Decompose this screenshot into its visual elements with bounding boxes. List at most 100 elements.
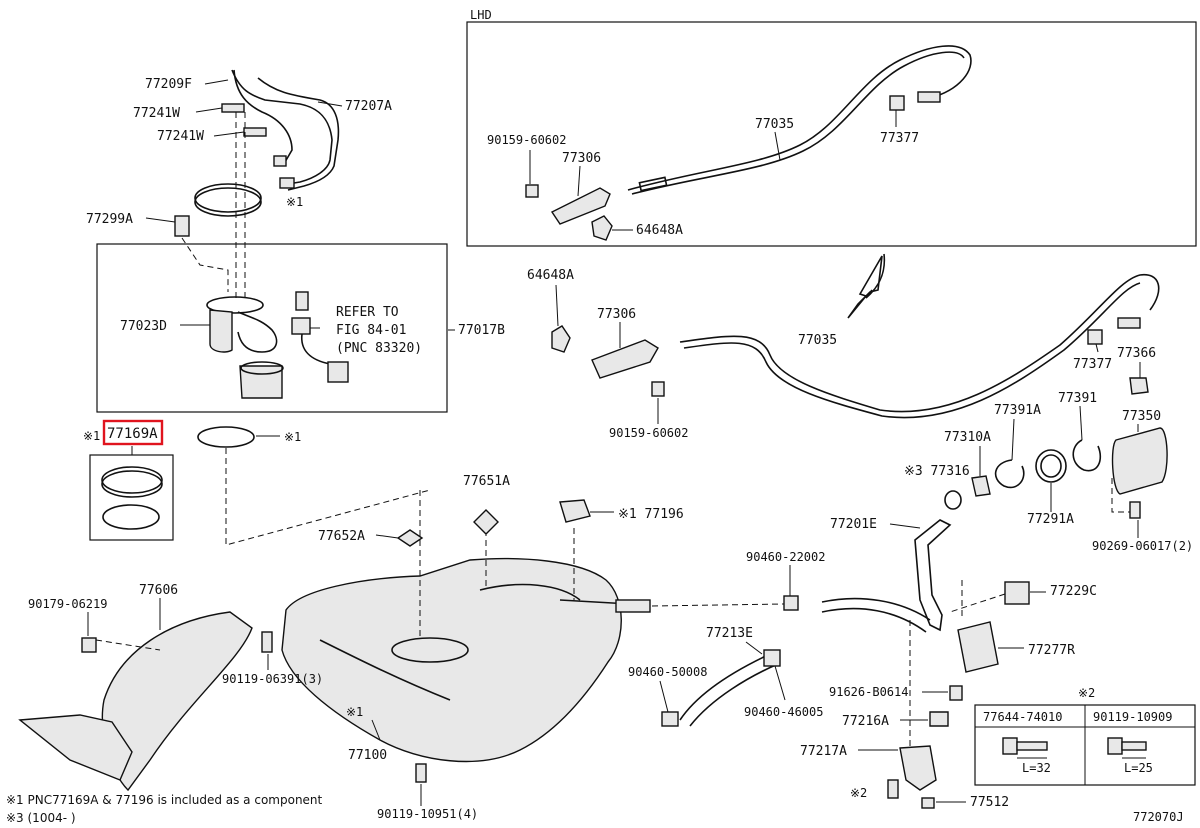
label-77316: ※3 77316 (904, 464, 970, 479)
footnote-1: ※1 PNC77169A & 77196 is included as a co… (6, 793, 323, 807)
clip-77241w-b (243, 127, 267, 137)
label-77366: 77366 (1117, 346, 1156, 361)
label-77306: 77306 (597, 307, 636, 322)
lock-ring-b (194, 187, 262, 217)
gasket-dash (225, 448, 431, 546)
mark-77100: ※1 (346, 705, 363, 719)
mark-77169a: ※1 (83, 429, 100, 443)
mark-bolt: ※2 (850, 786, 867, 800)
cable-77035-inner (683, 282, 1141, 419)
screw-90159 (651, 381, 665, 397)
cable-77035 (679, 274, 1160, 413)
label-77207a: 77207A (345, 99, 392, 114)
tank-contour (479, 583, 581, 601)
label-77606: 77606 (139, 583, 178, 598)
label-77652a: 77652A (318, 529, 365, 544)
label-90119-10951: 90119-10951(4) (377, 807, 478, 821)
screw-90269 (1129, 501, 1141, 519)
part-77196 (559, 499, 591, 523)
filler-pipe-lower (821, 597, 931, 621)
dash-77229c (949, 593, 1006, 613)
leader (195, 107, 223, 113)
bolt-shank-1 (1016, 741, 1048, 751)
lhd-cable-77035 (627, 45, 972, 191)
leader (745, 641, 763, 655)
table-col-2: 90119-10909 (1093, 710, 1172, 724)
clip-77377-b (1117, 317, 1141, 329)
label-90460-50008: 90460-50008 (628, 665, 707, 679)
tube-77209f (233, 69, 293, 163)
figure-id: 772070J (1133, 810, 1184, 824)
label-90460-46005: 90460-46005 (744, 705, 823, 719)
leader (371, 719, 381, 741)
part-77229c (1004, 581, 1030, 605)
label-refer-3: (PNC 83320) (336, 341, 422, 356)
nut-90179 (81, 637, 97, 653)
filler-pipe-lower-b (821, 607, 927, 633)
dash-vent (651, 603, 785, 607)
lhd-77377-clip-b (917, 91, 941, 103)
label-77651a: 77651A (463, 474, 510, 489)
lock-ring (194, 183, 262, 213)
lhd-cable-end (638, 176, 668, 192)
label-90119-06391: 90119-06391(3) (222, 672, 323, 686)
label-77377: 77377 (1073, 357, 1112, 372)
cap-77310a (971, 475, 991, 497)
mark-gasket: ※1 (284, 430, 301, 444)
leader (555, 284, 559, 327)
clip-77512 (921, 797, 935, 809)
label-77216a: 77216A (842, 714, 889, 729)
bolt-icon-1 (1002, 737, 1018, 755)
leader (774, 665, 786, 701)
lhd-77306-handle (550, 187, 611, 225)
clamp-90460-50008 (661, 711, 679, 727)
lhd-label-64648a: 64648A (636, 223, 683, 238)
table-col-1: 77644-74010 (983, 710, 1062, 724)
pad-77652a (396, 529, 424, 547)
lhd-label: LHD (470, 8, 492, 22)
ring-77391a (994, 459, 1025, 489)
label-77229c: 77229C (1050, 584, 1097, 599)
mark-ring: ※1 (286, 195, 303, 209)
door-77350 (1111, 427, 1168, 495)
bracket-77217a (899, 745, 937, 791)
filler-pipe-77201e (914, 519, 952, 632)
label-77217a: 77217A (800, 744, 847, 759)
tank-vent-joint (615, 599, 651, 613)
lhd-90159-screw (525, 184, 539, 198)
harness-connector (295, 291, 309, 311)
label-77035: 77035 (798, 333, 837, 348)
label-77100: 77100 (348, 748, 387, 763)
label-77310a: 77310A (944, 430, 991, 445)
label-refer-2: FIG 84-01 (336, 323, 406, 338)
label-refer-1: REFER TO (336, 305, 399, 320)
tube-77207a-b (257, 77, 340, 191)
lhd-label-77377: 77377 (880, 131, 919, 146)
kit-lock-ring-b (101, 470, 163, 498)
label-77391a: 77391A (994, 403, 1041, 418)
pad-77651a (473, 509, 499, 535)
label-64648a: 64648A (527, 268, 574, 283)
label-90460-22002: 90460-22002 (746, 550, 825, 564)
leader (659, 680, 669, 713)
leader (577, 165, 581, 197)
bracket-64648a (551, 325, 571, 353)
label-90159: 90159-60602 (609, 426, 688, 440)
tube-connector-a (279, 177, 295, 189)
kit-gasket (102, 504, 160, 530)
hose-77213e-b (689, 663, 779, 727)
tank-opening (391, 637, 469, 663)
bolt-90119-06391 (261, 631, 273, 653)
label-77391: 77391 (1058, 391, 1097, 406)
label-77201e: 77201E (830, 517, 877, 532)
len-2: L=25 (1124, 761, 1153, 775)
bolt-91626 (949, 685, 963, 701)
tube-connector-b (273, 155, 287, 167)
seal-77316 (944, 490, 962, 510)
leader (1011, 418, 1015, 461)
hose-77213e (679, 653, 771, 721)
leader (774, 131, 781, 161)
label-77291a: 77291A (1027, 512, 1074, 527)
leader (375, 534, 399, 539)
